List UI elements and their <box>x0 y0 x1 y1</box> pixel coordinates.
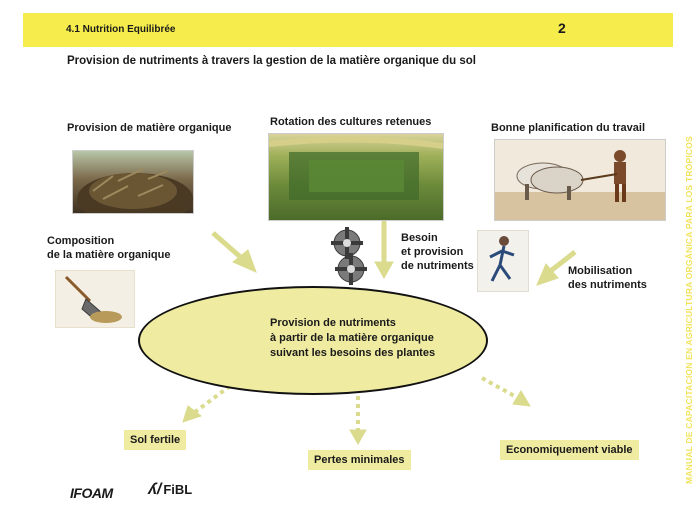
label-besoin-1: Besoin <box>401 232 438 244</box>
label-besoin-2: et provision <box>401 246 464 258</box>
label-composition-1: Composition <box>47 235 115 247</box>
label-planification: Bonne planification du travail <box>491 122 646 134</box>
central-line-2: à partir de la matière organique <box>270 332 434 344</box>
fibl-logo-text: FiBL <box>163 482 193 497</box>
shovel-image <box>64 275 122 323</box>
central-ellipse <box>138 286 488 395</box>
diagram-title: Provision de nutriments à travers la ges… <box>67 55 476 67</box>
fibl-logo: ʎ/FiBL <box>148 481 192 499</box>
label-composition-2: de la matière organique <box>47 249 171 261</box>
outcome-sol-fertile: Sol fertile <box>124 430 187 450</box>
header-bar: 4.1 Nutrition Equilibrée 2 <box>23 13 673 47</box>
shovel-photo <box>55 270 135 328</box>
label-rotation: Rotation des cultures retenues <box>270 116 432 128</box>
field-image <box>269 136 443 200</box>
page-number: 2 <box>558 20 566 36</box>
runner-image <box>489 236 515 282</box>
section-title: 4.1 Nutrition Equilibrée <box>66 24 176 35</box>
fibl-mark-icon: ʎ/ <box>148 481 162 498</box>
label-mobilisation-1: Mobilisation <box>568 265 633 277</box>
central-line-3: suivant les besoins des plantes <box>270 347 436 359</box>
ox-plough-image <box>495 150 665 220</box>
plowing-photo <box>494 139 666 221</box>
compost-pile-image <box>77 168 193 213</box>
crop-field-photo <box>268 133 444 221</box>
label-mobilisation-2: des nutriments <box>568 279 647 291</box>
ifoam-logo: IFOAM <box>70 485 113 501</box>
person-photo <box>477 230 529 292</box>
label-matiere-organique: Provision de matière organique <box>67 122 232 134</box>
central-text: Provision de nutriments à partir de la m… <box>270 316 435 361</box>
gears-icon <box>331 227 367 285</box>
outcome-pertes-minimales: Pertes minimales <box>308 450 411 470</box>
label-besoin-3: de nutriments <box>401 260 474 272</box>
organic-matter-photo <box>72 150 194 214</box>
central-line-1: Provision de nutriments <box>270 317 396 329</box>
outcome-economiquement-viable: Economiquement viable <box>500 440 639 460</box>
